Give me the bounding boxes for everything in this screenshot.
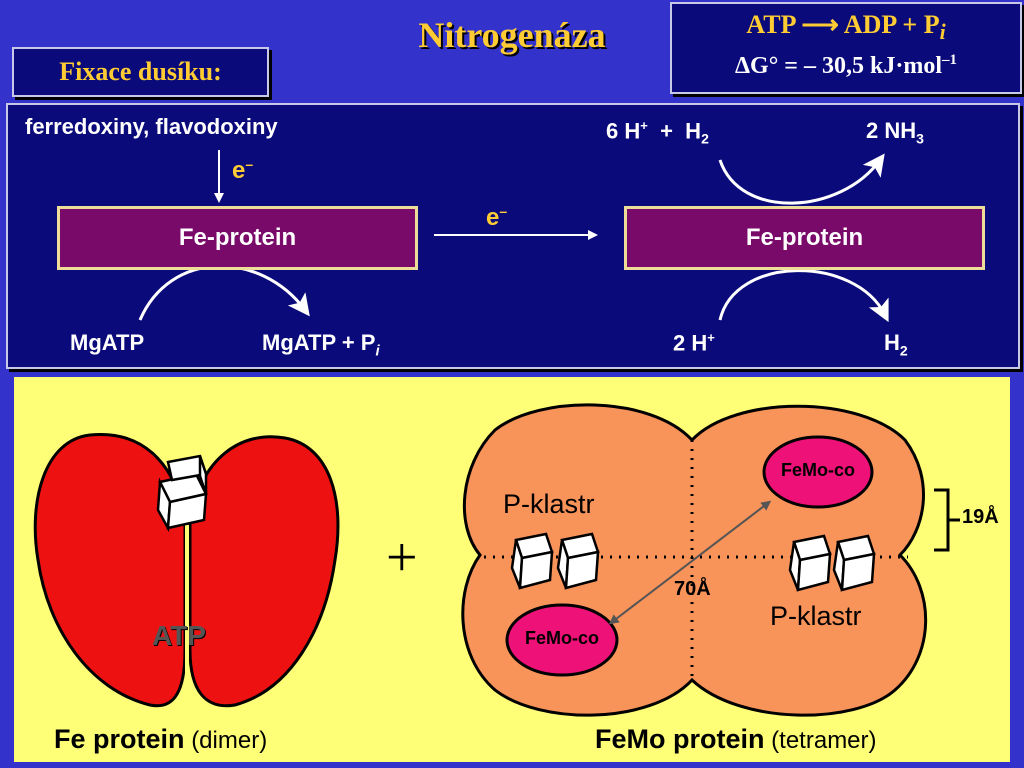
atp-equation: ATP ⟶ ADP + Pi [672, 10, 1020, 45]
atp-binding-label: ATP [152, 620, 206, 651]
electron-label-transfer: e– [486, 203, 507, 232]
femo-protein-caption-note: (tetramer) [771, 727, 877, 754]
plus-sign: + [386, 527, 418, 589]
distance-70-arrow [608, 500, 772, 625]
femo-protein-caption: FeMo protein (tetramer) [595, 724, 877, 755]
electron-donors-label: ferredoxiny, flavodoxiny [25, 114, 278, 139]
h2-to-nh3-arrow [718, 153, 885, 205]
p-cluster-right-cubes [788, 534, 876, 592]
substrate-coef: 6 H [606, 118, 641, 144]
delta-g-exponent: –1 [942, 52, 957, 68]
proton-charge: + [707, 330, 715, 345]
p-cluster-label-top: P-klastr [503, 489, 595, 519]
fe-protein-box-right: Fe-protein [624, 206, 985, 270]
hydrogen-text: H [884, 330, 900, 355]
fe-protein-caption: Fe protein (dimer) [54, 724, 267, 755]
substrate-plus: + [660, 118, 673, 144]
electron-e-2: e [486, 204, 500, 231]
femoco-label-top: FeMo-co [781, 460, 855, 480]
phosphate-subscript: i [939, 20, 946, 45]
fe-protein-box-left: Fe-protein [57, 206, 418, 270]
electron-e: e [232, 157, 246, 184]
fe-protein-left-lobe [33, 432, 187, 708]
fe-protein-caption-note: (dimer) [191, 727, 268, 754]
distance-70-label: 70Å [674, 578, 711, 600]
fe-protein-caption-bold: Fe protein [54, 724, 185, 754]
delta-g-value: – 30,5 kJ·mol [803, 53, 942, 79]
substrate-h-sub: 2 [701, 130, 709, 147]
reaction-arrow-glyph: ⟶ [801, 10, 839, 39]
mgatp-label: MgATP [70, 330, 145, 355]
ammonia-sub: 3 [916, 130, 924, 147]
distance-19-label: 19Å [962, 506, 999, 528]
femoco-bottom-ellipse [505, 603, 619, 677]
delta-g-label: ΔG° = [734, 53, 798, 79]
electron-minus-2: – [499, 203, 508, 219]
mgadp-label: MgATP + Pi [262, 330, 380, 359]
ammonia-text: 2 NH [866, 118, 917, 143]
p-cluster-left-cubes [510, 532, 600, 590]
substrate-label: 6 H+ + H2 [606, 118, 709, 147]
substrate-h: H [685, 118, 702, 144]
distance-19-bracket [934, 488, 960, 552]
atp-text: ATP [746, 10, 796, 39]
electron-label-left: e– [232, 156, 253, 185]
fe-protein-cluster-cube [156, 454, 208, 533]
substrate-charge: + [640, 118, 648, 133]
page-title: Nitrogenáza [418, 15, 606, 55]
ammonia-label: 2 NH3 [866, 118, 924, 146]
mgadp-text: MgATP + P [262, 330, 376, 355]
mgadp-subscript: i [375, 342, 380, 360]
proton-text: 2 H [673, 330, 708, 356]
proton-label: 2 H+ [673, 330, 715, 356]
p-cluster-label-bottom: P-klastr [770, 601, 862, 631]
proton-to-h2-arrow [718, 269, 889, 323]
delta-g-line: ΔG° = – 30,5 kJ·mol–1 [672, 52, 1020, 80]
section-label: Fixace dusíku: [12, 47, 269, 97]
adp-text: ADP [843, 10, 896, 39]
hydrogen-sub: 2 [899, 342, 908, 359]
fe-protein-right-lobe [188, 435, 340, 708]
femoco-top-ellipse [762, 435, 874, 509]
phosphate-text: P [923, 10, 940, 39]
femoco-label-bottom: FeMo-co [525, 628, 599, 648]
atp-hydrolysis-box: ATP ⟶ ADP + Pi ΔG° = – 30,5 kJ·mol–1 [670, 2, 1022, 94]
plus-text: + [902, 10, 918, 39]
electron-minus: – [245, 156, 254, 172]
femo-protein-caption-bold: FeMo protein [595, 724, 765, 754]
hydrogen-label: H2 [884, 330, 908, 358]
